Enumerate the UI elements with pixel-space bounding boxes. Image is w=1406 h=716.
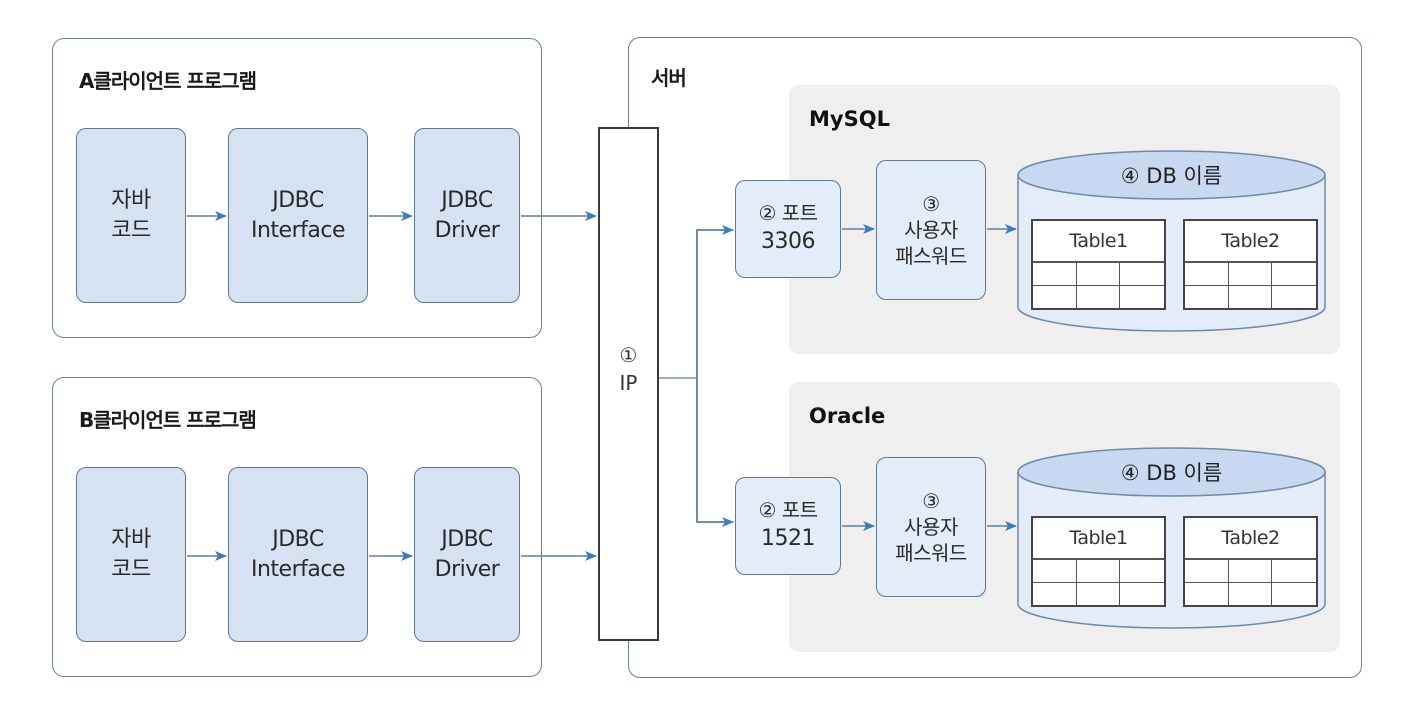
component-line1: JDBC [441,526,493,552]
component-line1: 자바 [111,187,151,213]
client-b-title: B클라이언트 프로그램 [79,408,257,432]
table-cells [1033,263,1164,308]
oracle-db-title: ④ DB 이름 [1120,461,1223,485]
client-a-title: A클라이언트 프로그램 [79,69,257,93]
client-a-java-code: 자바 코드 [76,128,186,303]
oracle-port-box: ② 포트 1521 [735,477,841,575]
ip-label: IP [619,371,638,395]
component-line2: Driver [434,556,500,582]
client-b-jdbc-driver: JDBC Driver [414,467,520,642]
table-cells [1033,560,1164,605]
user-line1: 사용자 [904,515,958,539]
component-line2: 코드 [111,556,151,582]
arrow-ip-to-mysql-port [696,225,734,378]
server-title: 서버 [651,66,687,90]
mysql-port-box: ② 포트 3306 [735,180,841,278]
mysql-table2: Table2 [1183,219,1318,310]
component-line2: Interface [251,556,346,582]
component-line1: JDBC [272,526,324,552]
user-line2: 패스워드 [895,244,967,268]
ip-box: ① IP [598,127,659,641]
mysql-db-title: ④ DB 이름 [1120,164,1223,188]
user-line2: 패스워드 [895,541,967,565]
mysql-user-box: ③ 사용자 패스워드 [876,160,986,300]
arrow-ip-to-oracle-port [696,378,734,527]
oracle-table2: Table2 [1183,516,1318,607]
user-marker: ③ [922,489,940,513]
table-name: Table1 [1033,518,1164,560]
table-cells [1185,560,1316,605]
port-label: ② 포트 [758,201,818,225]
component-line1: 자바 [111,526,151,552]
port-label: ② 포트 [758,498,818,522]
client-a-jdbc-driver: JDBC Driver [414,128,520,303]
user-line1: 사용자 [904,218,958,242]
table-name: Table2 [1185,518,1316,560]
user-marker: ③ [922,192,940,216]
table-name: Table2 [1185,221,1316,263]
ip-marker: ① [619,343,638,367]
oracle-table1: Table1 [1031,516,1166,607]
component-line2: Interface [251,217,346,243]
client-a-jdbc-interface: JDBC Interface [228,128,368,303]
oracle-title: Oracle [809,404,886,428]
mysql-table1: Table1 [1031,219,1166,310]
component-line2: Driver [434,217,500,243]
port-value: 1521 [761,526,816,551]
table-name: Table1 [1033,221,1164,263]
port-value: 3306 [761,229,816,254]
component-line2: 코드 [111,217,151,243]
oracle-user-box: ③ 사용자 패스워드 [876,457,986,597]
table-cells [1185,263,1316,308]
client-b-jdbc-interface: JDBC Interface [228,467,368,642]
component-line1: JDBC [272,187,324,213]
component-line1: JDBC [441,187,493,213]
mysql-title: MySQL [809,107,890,131]
client-b-java-code: 자바 코드 [76,467,186,642]
